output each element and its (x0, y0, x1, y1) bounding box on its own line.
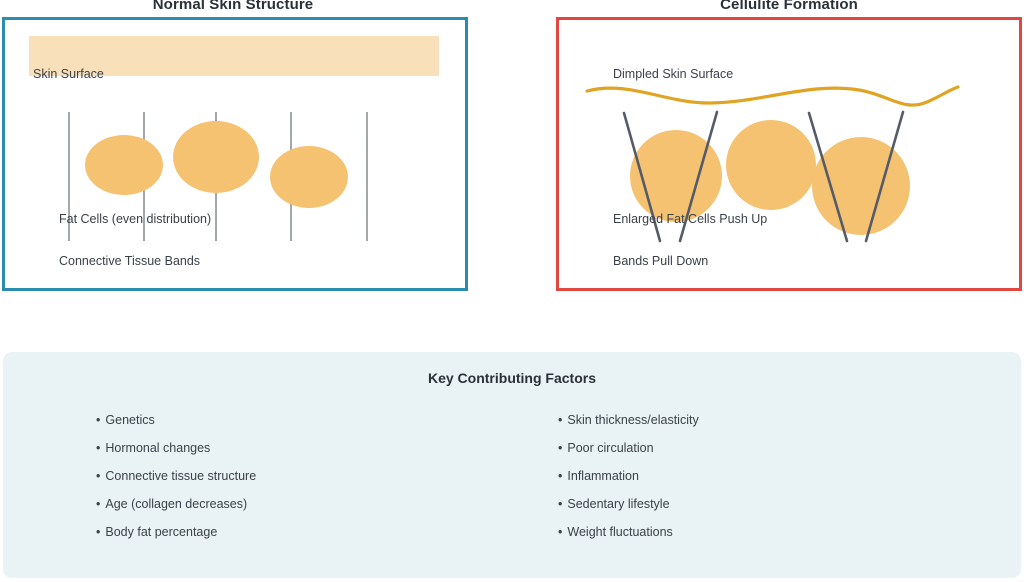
fat-cell (270, 146, 348, 208)
bullet-icon: • (558, 469, 563, 483)
bullet-icon: • (96, 441, 101, 455)
factor-label: Weight fluctuations (567, 525, 673, 539)
pulling-band (678, 110, 719, 243)
label-skin-surface: Skin Surface (33, 67, 104, 81)
factor-label: Skin thickness/elasticity (567, 413, 699, 427)
panel-title-normal-skin: Normal Skin Structure (152, 0, 314, 13)
enlarged-fat-cell (726, 120, 816, 210)
bullet-icon: • (558, 525, 563, 539)
key-contributing-factors-panel: Key Contributing Factors • Genetics • Horm… (3, 352, 1021, 578)
label-enlarged-fat-cells-push-up: Enlarged Fat Cells Push Up (613, 212, 768, 226)
panel-cellulite-formation: Dimpled Skin Surface Enlarged Fat Cells … (556, 17, 1022, 291)
fat-cell (173, 121, 259, 193)
bullet-icon: • (558, 497, 563, 511)
pulling-band (807, 111, 849, 243)
panel-normal-skin: Skin Surface Fat Cells (even distributio… (2, 17, 468, 291)
fat-cell (85, 135, 163, 195)
bullet-icon: • (558, 441, 563, 455)
panel-title-cellulite-formation: Cellulite Formation (720, 0, 858, 13)
factor-item: • Connective tissue structure (96, 462, 512, 490)
factor-item: • Body fat percentage (96, 518, 512, 546)
factor-item: • Genetics (96, 406, 512, 434)
factor-label: Hormonal changes (105, 441, 211, 455)
factor-item: • Sedentary lifestyle (558, 490, 1021, 518)
skin-surface-band (29, 36, 439, 76)
label-connective-tissue-bands: Connective Tissue Bands (59, 254, 201, 268)
pulling-band-group (622, 110, 905, 243)
pulling-band (864, 110, 905, 243)
bullet-icon: • (96, 525, 101, 539)
factor-item: • Poor circulation (558, 434, 1021, 462)
enlarged-fat-cell (630, 130, 722, 222)
factor-label: Sedentary lifestyle (567, 497, 670, 511)
factor-item: • Weight fluctuations (558, 518, 1021, 546)
factor-label: Poor circulation (567, 441, 654, 455)
factors-column-left: • Genetics • Hormonal changes • Connective … (3, 406, 512, 546)
factor-item: • Age (collagen decreases) (96, 490, 512, 518)
factor-label: Age (collagen decreases) (105, 497, 248, 511)
enlarged-fat-cell-group (630, 120, 910, 235)
fat-cell-group (85, 121, 348, 208)
enlarged-fat-cell (812, 137, 910, 235)
bullet-icon: • (558, 413, 563, 427)
label-bands-pull-down: Bands Pull Down (613, 254, 709, 268)
bullet-icon: • (96, 469, 101, 483)
factor-item: • Hormonal changes (96, 434, 512, 462)
factor-label: Inflammation (567, 469, 639, 483)
label-dimpled-skin-surface: Dimpled Skin Surface (613, 67, 734, 81)
factors-panel-title: Key Contributing Factors (427, 370, 596, 386)
factors-columns: • Genetics • Hormonal changes • Connective … (3, 406, 1021, 546)
bullet-icon: • (96, 497, 101, 511)
dimpled-skin-surface-line (585, 85, 960, 107)
normal-skin-illustration (29, 36, 439, 241)
cellulite-illustration (585, 85, 960, 243)
factor-item: • Skin thickness/elasticity (558, 406, 1021, 434)
factor-label: Body fat percentage (105, 525, 218, 539)
factor-item: • Inflammation (558, 462, 1021, 490)
factor-label: Connective tissue structure (105, 469, 257, 483)
bullet-icon: • (96, 413, 101, 427)
factors-column-right: • Skin thickness/elasticity • Poor circula… (512, 406, 1021, 546)
pulling-band (622, 111, 662, 243)
label-fat-cells-even-distribution: Fat Cells (even distribution) (59, 212, 212, 226)
factor-label: Genetics (105, 413, 155, 427)
